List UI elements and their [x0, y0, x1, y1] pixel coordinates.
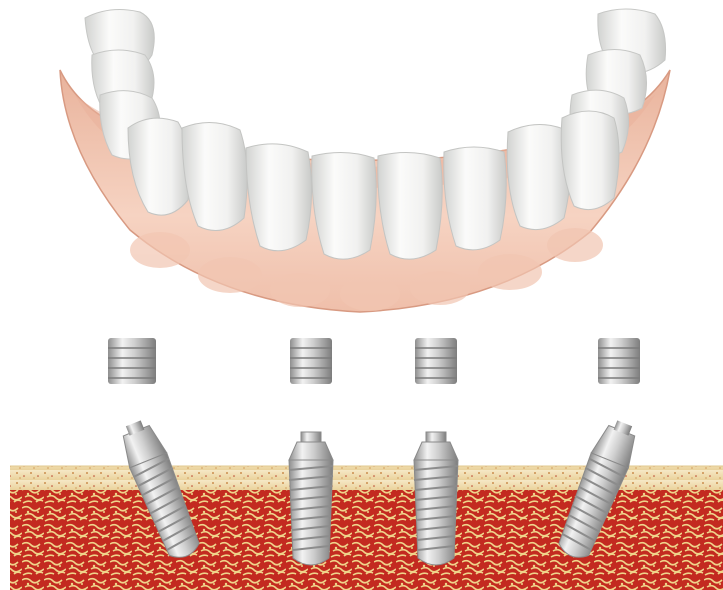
implant-3 — [414, 432, 458, 565]
abutments — [108, 338, 640, 384]
implant-collar — [414, 442, 458, 460]
implant-collar — [289, 442, 333, 460]
tooth-incisor-left-1 — [378, 152, 443, 259]
abutment-2 — [290, 338, 332, 384]
abutment-4 — [598, 338, 640, 384]
denture-bridge — [60, 9, 670, 312]
abutment-3 — [415, 338, 457, 384]
abutment-1 — [108, 338, 156, 384]
bone-cancellous-layer — [10, 490, 723, 590]
tooth-premolar-right-1 — [561, 111, 619, 210]
implant-2 — [289, 432, 333, 565]
tooth-incisor-right-1 — [444, 147, 507, 250]
tooth-incisor-left-2 — [312, 152, 377, 259]
